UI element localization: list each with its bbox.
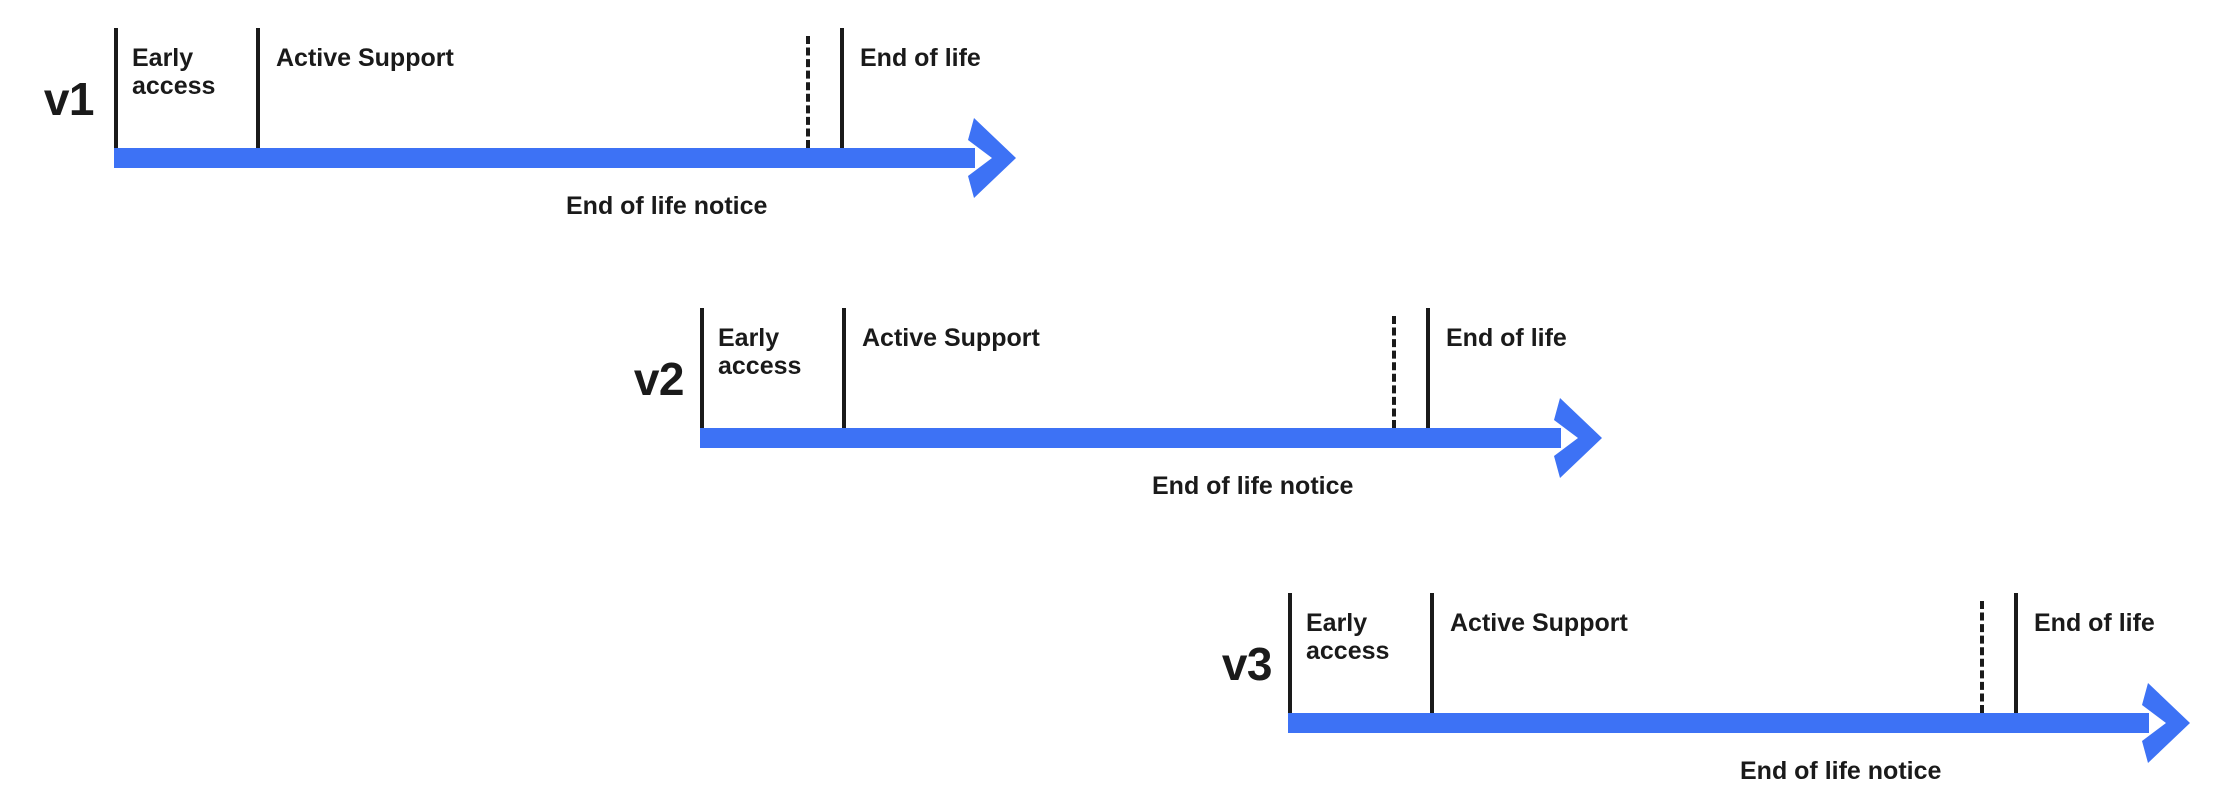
end-of-life-notice-label-v1: End of life notice: [566, 192, 768, 220]
phase-divider-active-support-v1: [256, 28, 260, 148]
phase-divider-end-of-life-v2: [1426, 308, 1430, 428]
phase-divider-start-v3: [1288, 593, 1292, 713]
phase-label-end-of-life-v2: End of life: [1446, 324, 1567, 352]
end-of-life-notice-marker-v3: [1980, 601, 1984, 713]
version-label-v2: v2: [633, 353, 685, 405]
end-of-life-notice-marker-v2: [1392, 316, 1396, 428]
phase-divider-end-of-life-v1: [840, 28, 844, 148]
end-of-life-notice-marker-v1: [806, 36, 810, 148]
phase-label-end-of-life-v3: End of life: [2034, 609, 2155, 637]
phase-divider-start-v2: [700, 308, 704, 428]
phase-divider-active-support-v3: [1430, 593, 1434, 713]
phase-label-end-of-life-v1: End of life: [860, 44, 981, 72]
phase-label-active-support-v1: Active Support: [276, 44, 454, 72]
timeline-arrow-shaft-v1: [114, 148, 975, 168]
end-of-life-notice-label-v3: End of life notice: [1740, 757, 1942, 785]
phase-divider-active-support-v2: [842, 308, 846, 428]
phase-divider-start-v1: [114, 28, 118, 148]
end-of-life-notice-label-v2: End of life notice: [1152, 472, 1354, 500]
phase-label-early-access-v1: Early access: [132, 44, 216, 100]
timeline-arrow-head-v3: [2142, 683, 2190, 763]
phase-label-early-access-v2: Early access: [718, 324, 802, 380]
version-label-v3: v3: [1221, 638, 1273, 690]
timeline-arrow-shaft-v3: [1288, 713, 2149, 733]
timeline-arrow-head-v2: [1554, 398, 1602, 478]
phase-label-early-access-v3: Early access: [1306, 609, 1390, 665]
version-label-v1: v1: [43, 73, 95, 125]
timeline-arrow-head-v1: [968, 118, 1016, 198]
phase-label-active-support-v3: Active Support: [1450, 609, 1628, 637]
phase-label-active-support-v2: Active Support: [862, 324, 1040, 352]
timeline-arrow-shaft-v2: [700, 428, 1561, 448]
phase-divider-end-of-life-v3: [2014, 593, 2018, 713]
